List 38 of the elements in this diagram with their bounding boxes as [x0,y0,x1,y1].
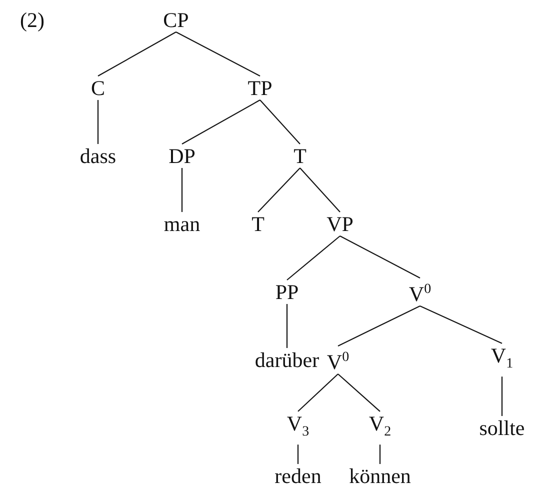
tree-branch [258,168,300,212]
tree-node-label: V$^{0}$ [408,279,432,305]
tree-branch [338,306,420,346]
tree-node-label: TP [246,77,274,99]
example-number: (2) [20,8,44,33]
tree-branch [182,100,260,144]
tree-node-label: DP [168,145,196,167]
tree-branch [176,32,260,76]
tree-node-label: man [162,213,202,235]
tree-branch [379,444,381,464]
tree-node-label: reden [274,465,322,487]
tree-branch [340,236,420,278]
tree-node-label: V$^{0}$ [326,347,350,373]
tree-node-label: können [348,465,412,487]
tree-node-label: T [292,145,308,167]
tree-node-label: CP [162,9,190,31]
tree-branch [286,236,340,280]
tree-branch [300,168,340,212]
tree-node-label: V$_{3}$ [286,412,310,444]
tree-node-label: dass [78,145,118,167]
tree-branch [181,168,183,212]
tree-branch [260,100,300,144]
tree-node-label: T [250,213,266,235]
tree-branch [298,374,338,412]
tree-branch [338,374,380,412]
tree-node-label: V$_{1}$ [490,344,514,376]
tree-node-label: C [90,77,106,99]
tree-node-label: darüber [254,349,320,371]
tree-branch [286,304,288,348]
tree-branch [501,376,503,416]
tree-node-label: PP [274,281,300,303]
tree-branch [420,306,502,344]
tree-node-label: V$_{2}$ [368,412,392,444]
tree-node-label: sollte [478,417,526,439]
tree-node-label: VP [326,213,354,235]
tree-branch [297,444,299,464]
tree-branch [98,32,176,76]
tree-branch [97,100,99,144]
